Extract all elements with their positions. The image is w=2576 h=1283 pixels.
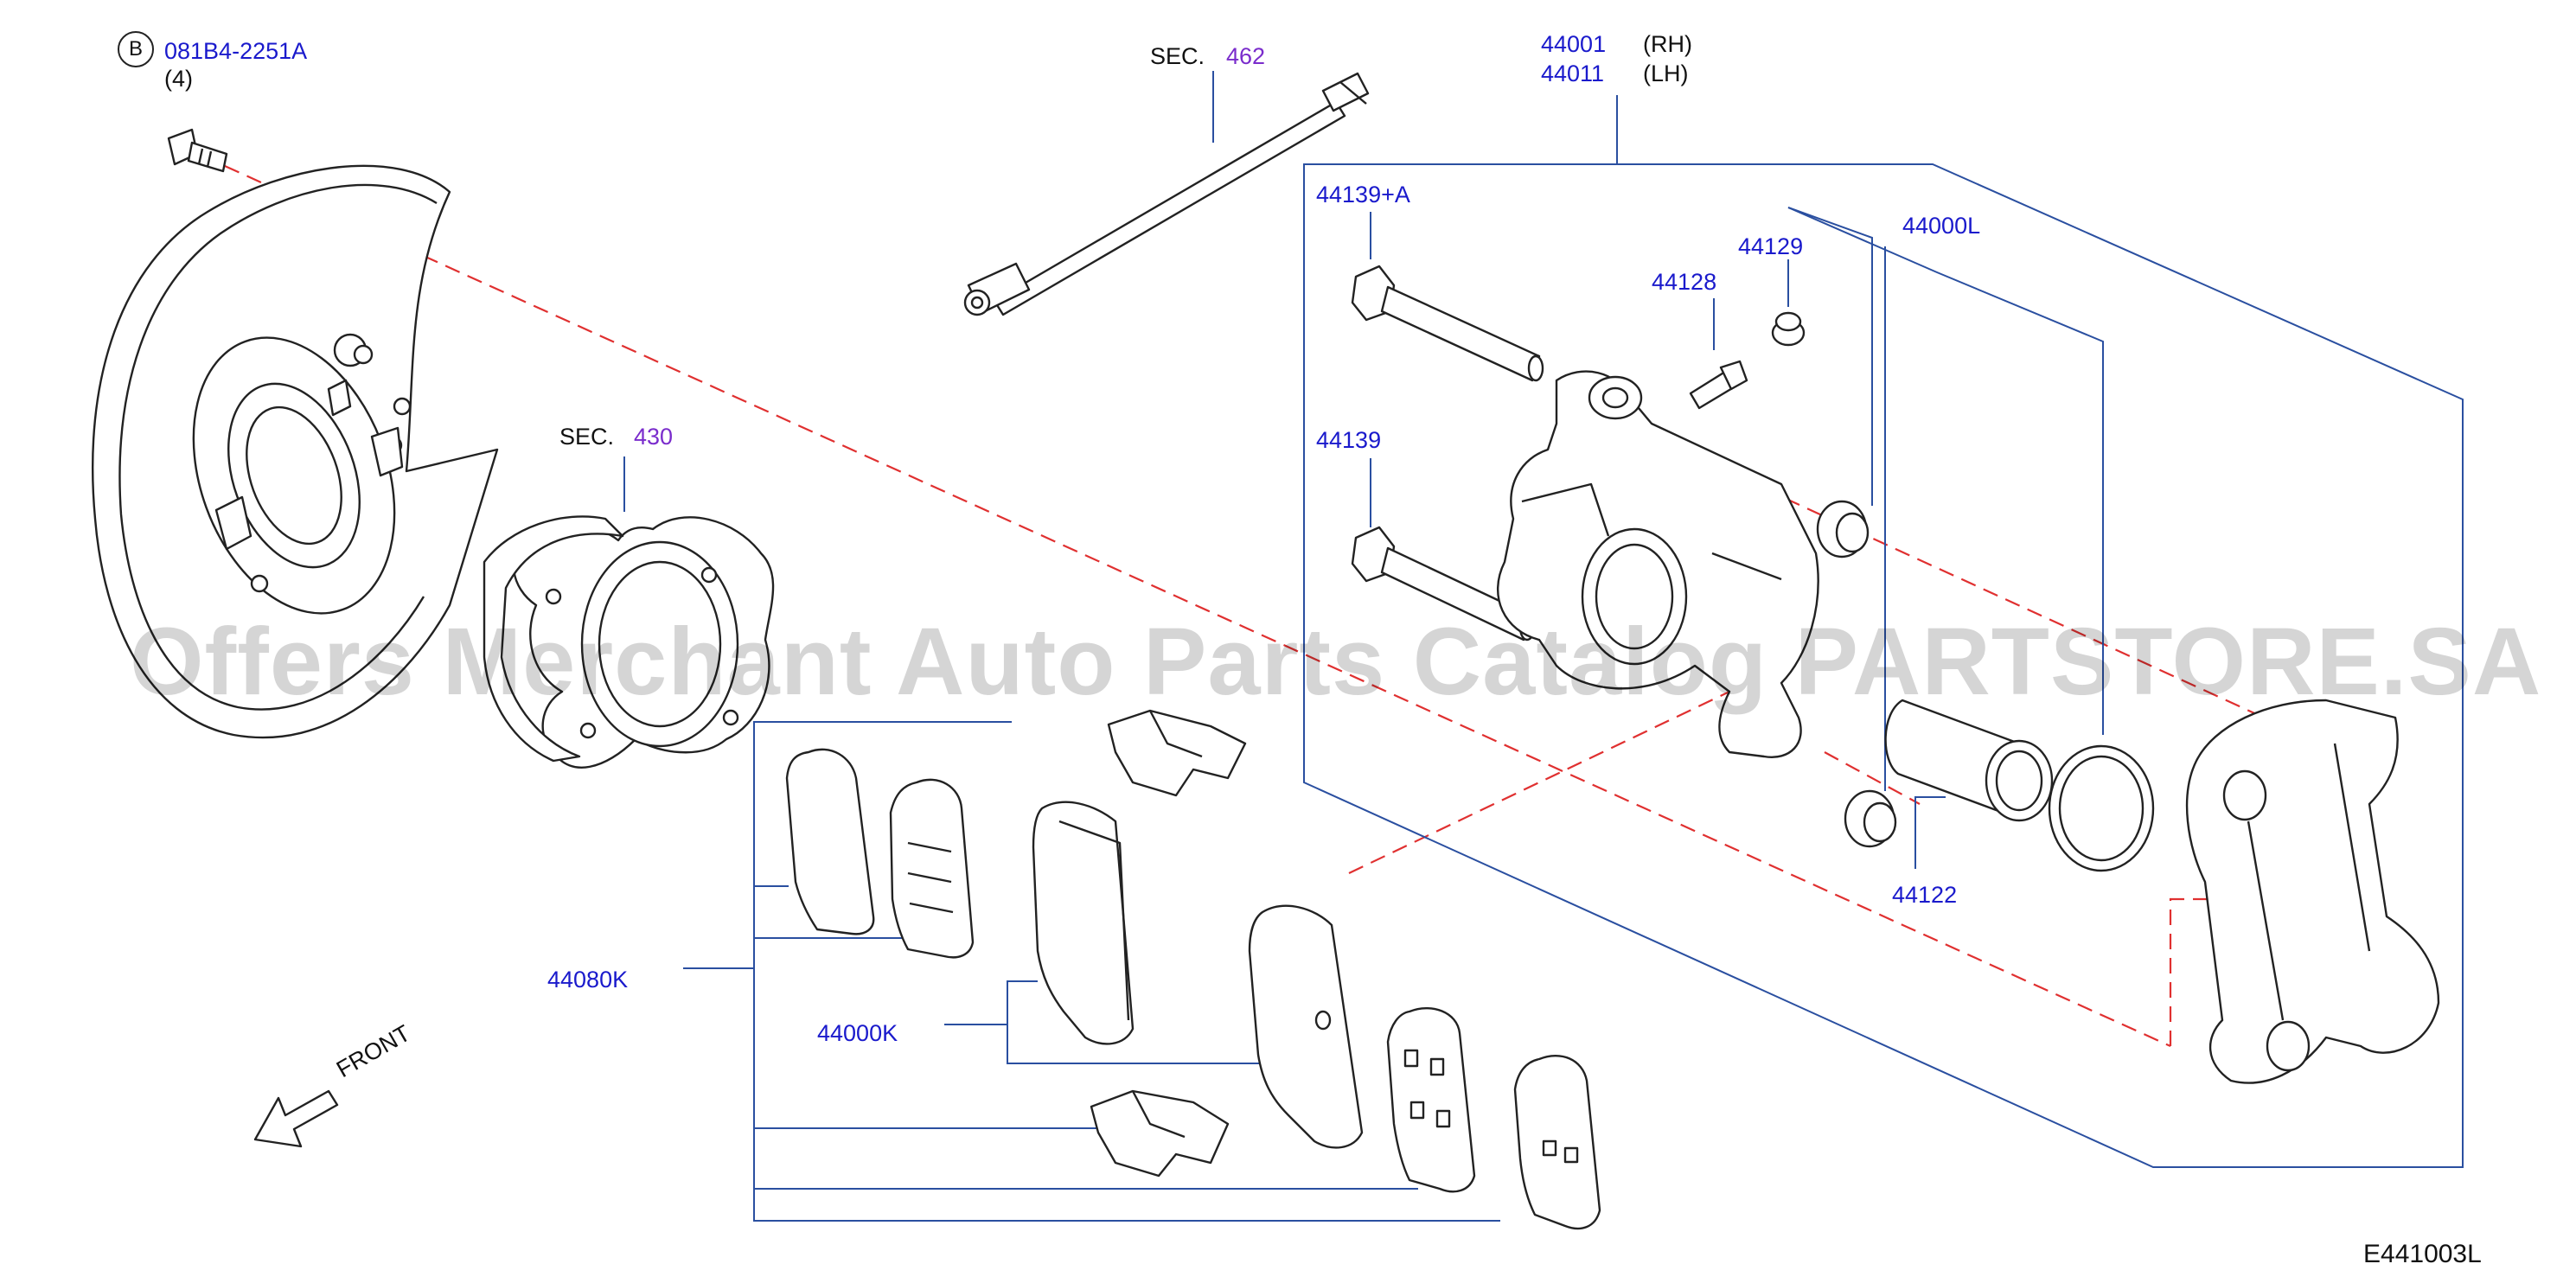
leader-lines [623,71,2464,1222]
label-bolt-qty: (4) [164,66,193,92]
guide-pin-bolt-upper [1351,265,1544,382]
caliper-bracket [2185,699,2440,1084]
label-bolt-code[interactable]: 081B4-2251A [164,38,308,64]
label-bleeder[interactable]: 44128 [1652,269,1717,295]
pad-clip-lower [1090,1089,1230,1178]
label-bleeder-cap[interactable]: 44129 [1738,233,1804,259]
label-pad-kit[interactable]: 44000K [817,1020,898,1046]
guide-pin-bolt-lower [1351,526,1536,642]
alignment-dashed-lines [224,164,2284,1048]
label-seal-kit[interactable]: 44000L [1902,213,1981,239]
brake-pad-outer [1248,904,1364,1149]
piston-boot-lower [1844,789,1897,848]
bolt-code-badge: B [118,31,154,67]
label-caliper-rh[interactable]: 44001 [1541,31,1607,57]
label-piston[interactable]: 44122 [1892,882,1958,908]
pad-shim-1 [785,748,875,935]
bleeder-cap [1771,311,1806,347]
brake-hose [963,72,1370,316]
caliper-body [1496,370,1819,758]
backing-plate [92,164,499,739]
wheel-hub [483,515,775,769]
label-pin-bolt-a[interactable]: 44139+A [1316,182,1410,207]
watermark: Offers Merchant Auto Parts Catalog PARTS… [130,609,2542,715]
label-diagram-code: E441003L [2363,1240,2482,1268]
label-sec-hub-num[interactable]: 430 [634,424,674,450]
label-caliper-lh-side: (LH) [1643,61,1689,86]
label-sec-hub: SEC. [559,424,615,450]
pad-shim-4 [1513,1055,1601,1230]
label-sec-hose: SEC. [1150,43,1205,69]
label-sec-hose-num[interactable]: 462 [1226,43,1266,69]
pad-shim-2 [889,778,975,959]
bleeder-screw [1689,360,1748,410]
caliper-piston [1884,699,2054,822]
label-pin-bolt[interactable]: 44139 [1316,427,1382,453]
mounting-bolt [167,128,228,173]
label-caliper-rh-side: (RH) [1643,31,1692,57]
brake-pad-inner [1032,801,1135,1045]
piston-boot-upper [1816,500,1870,559]
front-arrow-icon [253,1089,339,1148]
parts-line-art [92,72,2440,1230]
piston-seal [2048,744,2155,872]
pad-clip-upper [1107,709,1247,797]
label-hardware-kit[interactable]: 44080K [547,967,629,993]
label-caliper-lh[interactable]: 44011 [1541,61,1605,86]
pad-shim-3 [1386,1007,1476,1193]
